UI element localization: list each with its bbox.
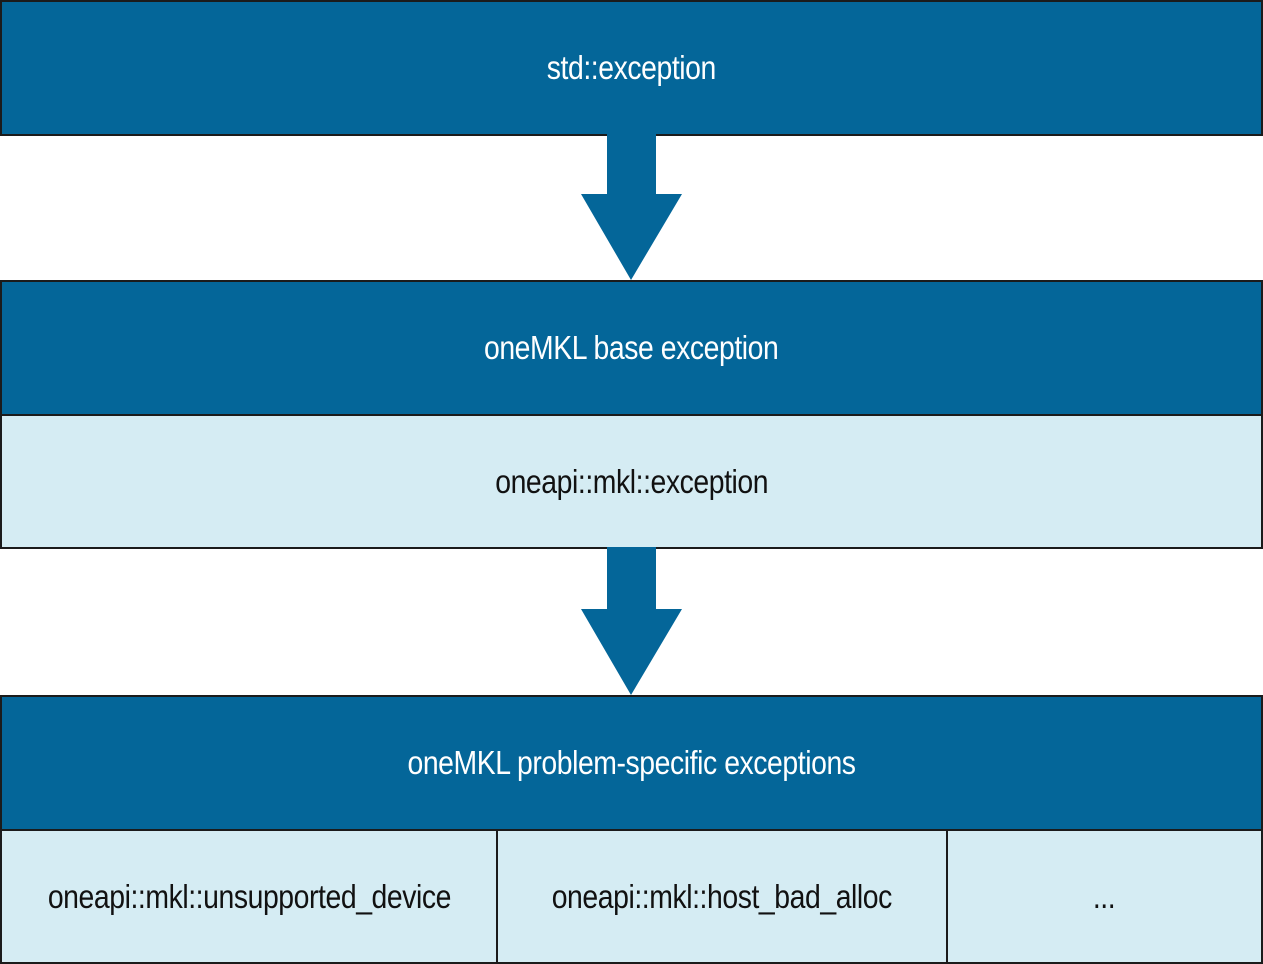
specific-exceptions-header-label: oneMKL problem-specific exceptions — [407, 744, 856, 781]
specific-class-host-bad-alloc: oneapi::mkl::host_bad_alloc — [496, 829, 948, 964]
std-exception-label: std::exception — [546, 49, 717, 86]
base-exception-header: oneMKL base exception — [0, 280, 1263, 416]
base-exception-class-label: oneapi::mkl::exception — [495, 462, 768, 500]
specific-class-label: ... — [1093, 877, 1116, 915]
specific-class-label: oneapi::mkl::unsupported_device — [47, 877, 451, 915]
specific-class-ellipsis: ... — [946, 829, 1263, 964]
arrow-down-1-shape — [581, 134, 682, 280]
base-exception-class-box: oneapi::mkl::exception — [0, 414, 1263, 549]
arrow-down-2-shape — [581, 547, 682, 695]
arrow-down-1 — [0, 134, 1263, 282]
std-exception-box: std::exception — [0, 0, 1263, 136]
base-exception-header-label: oneMKL base exception — [484, 329, 779, 366]
arrow-down-2 — [0, 547, 1263, 697]
specific-class-unsupported-device: oneapi::mkl::unsupported_device — [0, 829, 498, 964]
specific-exceptions-header: oneMKL problem-specific exceptions — [0, 695, 1263, 831]
specific-class-label: oneapi::mkl::host_bad_alloc — [551, 877, 893, 915]
